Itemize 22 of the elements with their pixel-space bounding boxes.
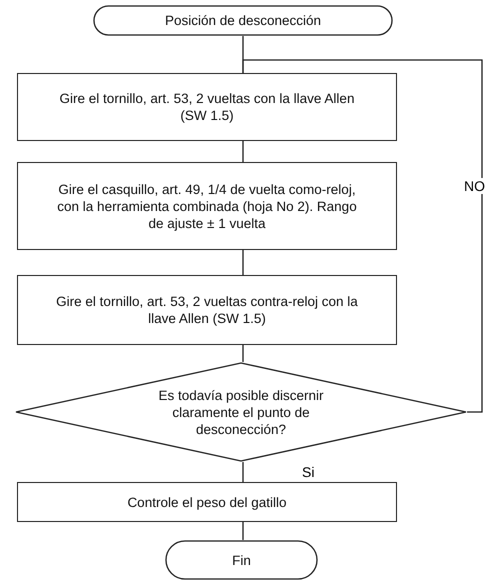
node-text: Fin — [232, 552, 251, 568]
edge-label: Si — [300, 464, 316, 480]
connector-line — [242, 462, 244, 482]
connector-line — [242, 250, 244, 275]
terminal-shape — [93, 5, 393, 36]
process-box — [17, 275, 397, 345]
node-text: Posición de desconección — [164, 12, 322, 29]
terminal-shape — [165, 540, 318, 580]
decision-diamond — [15, 362, 467, 462]
process-box — [17, 162, 397, 250]
edge-label: NO — [462, 178, 487, 194]
connector-line — [242, 59, 483, 413]
node-text: Gire el tornillo, art. 53, 2 vueltas contra-reloj con la llave Allen (SW 1.5) — [55, 293, 359, 327]
node-text: Es todavía posible discernir claramente el punto de desconección? — [157, 386, 325, 438]
process-box — [17, 482, 397, 522]
node-text: Gire el casquillo, art. 49, 1/4 de vuelta como-reloj, con la herramienta combinada (hoja No 2). Rango de ajuste ± 1 vuelta — [56, 180, 358, 232]
connector-line — [242, 522, 244, 540]
process-box — [17, 73, 397, 141]
node-text: Gire el tornillo, art. 53, 2 vueltas con la llave Allen (SW 1.5) — [58, 90, 356, 124]
connector-line — [242, 345, 244, 362]
node-text: Controle el peso del gatillo — [127, 494, 287, 510]
connector-line — [242, 141, 244, 162]
